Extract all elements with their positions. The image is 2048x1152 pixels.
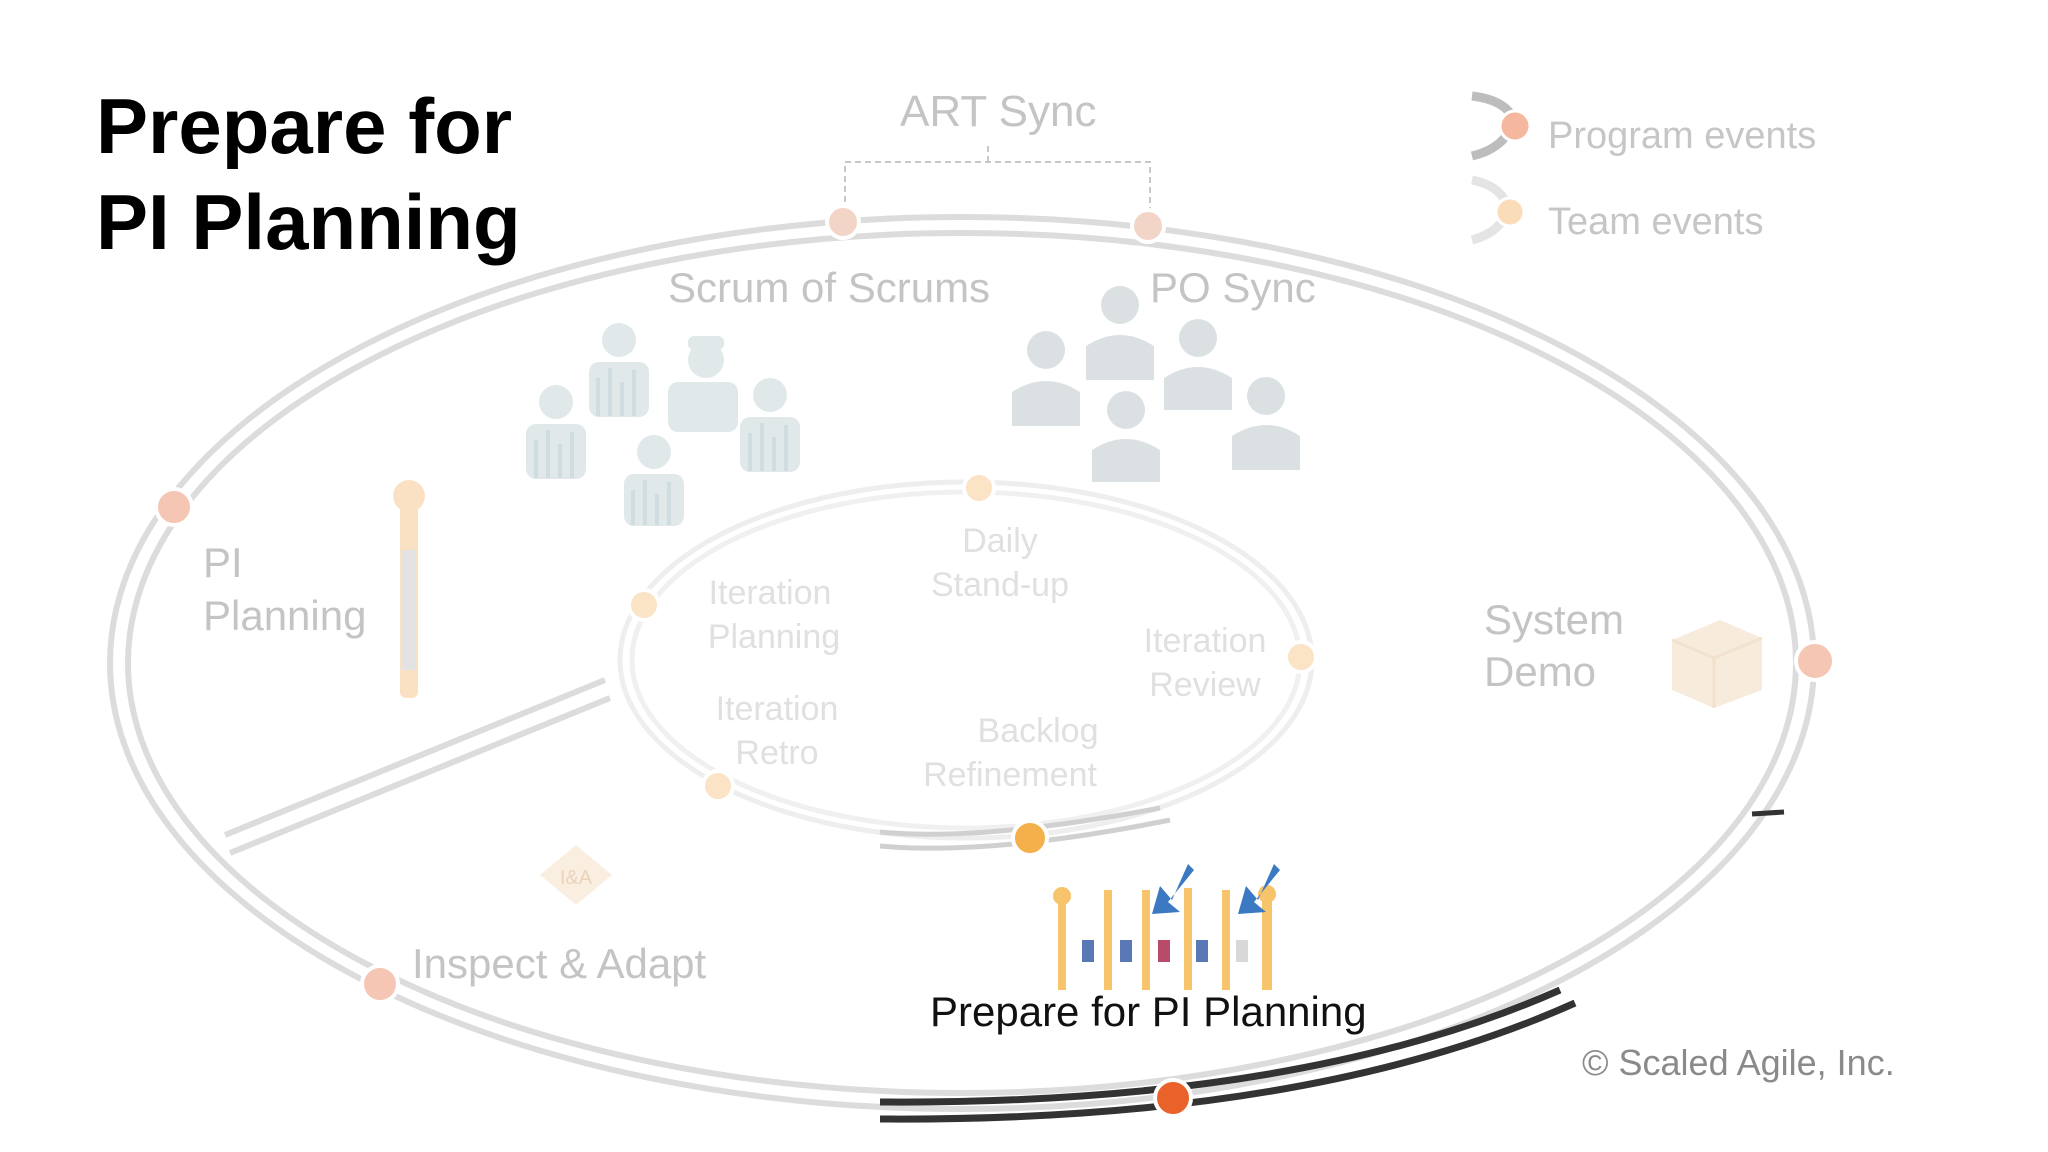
dot-inspect-adapt [360,964,400,1004]
art-sync-bracket [844,142,1151,222]
pi-planning-label-line-2: Planning [203,592,366,639]
legend-program-label: Program events [1548,115,1816,157]
po-sync-label: PO Sync [1150,264,1316,311]
legend-program-icon [1470,91,1532,161]
iteration-planning-label-line-2: Planning [708,618,840,656]
system-demo-box-icon [1671,620,1763,708]
ring-connector [223,677,612,856]
legend-team-label: Team events [1548,201,1763,243]
dot-daily-standup [962,471,996,505]
page-title-line-2: PI Planning [96,178,521,266]
prepare-pi-planning-board-icon [1053,864,1280,990]
scrum-of-scrums-label: Scrum of Scrums [668,264,990,311]
backlog-refinement-label-line-1: Backlog [978,712,1099,750]
page-title: Prepare for PI Planning [96,78,521,270]
scrum-of-scrums-people-icon [526,323,800,526]
svg-text:I&A: I&A [560,867,593,889]
legend-team-icon [1470,175,1526,245]
dot-system-demo [1794,640,1836,682]
daily-standup-label-line-2: Stand-up [931,566,1069,604]
iteration-review-label-line-1: Iteration [1144,622,1267,660]
system-demo-label-line-2: Demo [1484,648,1596,695]
pi-planning-board-icon [393,480,425,698]
prepare-pi-planning-label: Prepare for PI Planning [930,988,1367,1035]
backlog-refinement-label-line-2: Refinement [923,756,1097,794]
iteration-retro-label-line-1: Iteration [716,690,839,728]
dot-iteration-retro [701,769,735,803]
arrow-icon [1152,864,1194,914]
copyright-notice: © Scaled Agile, Inc. [1582,1042,1895,1083]
legend: Program events Team events [1470,91,1816,245]
iteration-planning-label-line-1: Iteration [709,574,832,612]
po-sync-people-icon [1012,286,1300,482]
team-ring-highlight [879,805,1171,851]
dot-iteration-review [1284,640,1318,674]
inspect-adapt-label: Inspect & Adapt [412,940,707,987]
iteration-review-label-line-2: Review [1149,666,1261,704]
inspect-adapt-icon: I&A [540,845,612,905]
dot-po-sync [1130,208,1166,244]
team-event-dots [627,471,1318,857]
dot-prepare-pi-planning [1153,1078,1193,1118]
page-title-line-1: Prepare for [96,82,513,170]
dot-iteration-planning [627,588,661,622]
program-event-dots [154,204,1836,1118]
daily-standup-label-line-1: Daily [962,522,1038,560]
pi-planning-label-line-1: PI [203,539,243,586]
system-demo-label-line-1: System [1484,596,1624,643]
art-sync-label: ART Sync [900,87,1096,136]
arrow-icon [1238,864,1280,914]
iteration-retro-label-line-2: Retro [735,734,818,772]
dot-backlog-refinement [1011,819,1049,857]
highlight-ring-segment [879,986,1577,1123]
dot-pi-planning [154,487,194,527]
dot-scrum-of-scrums [825,204,861,240]
ring-tick-mark [1751,809,1785,817]
